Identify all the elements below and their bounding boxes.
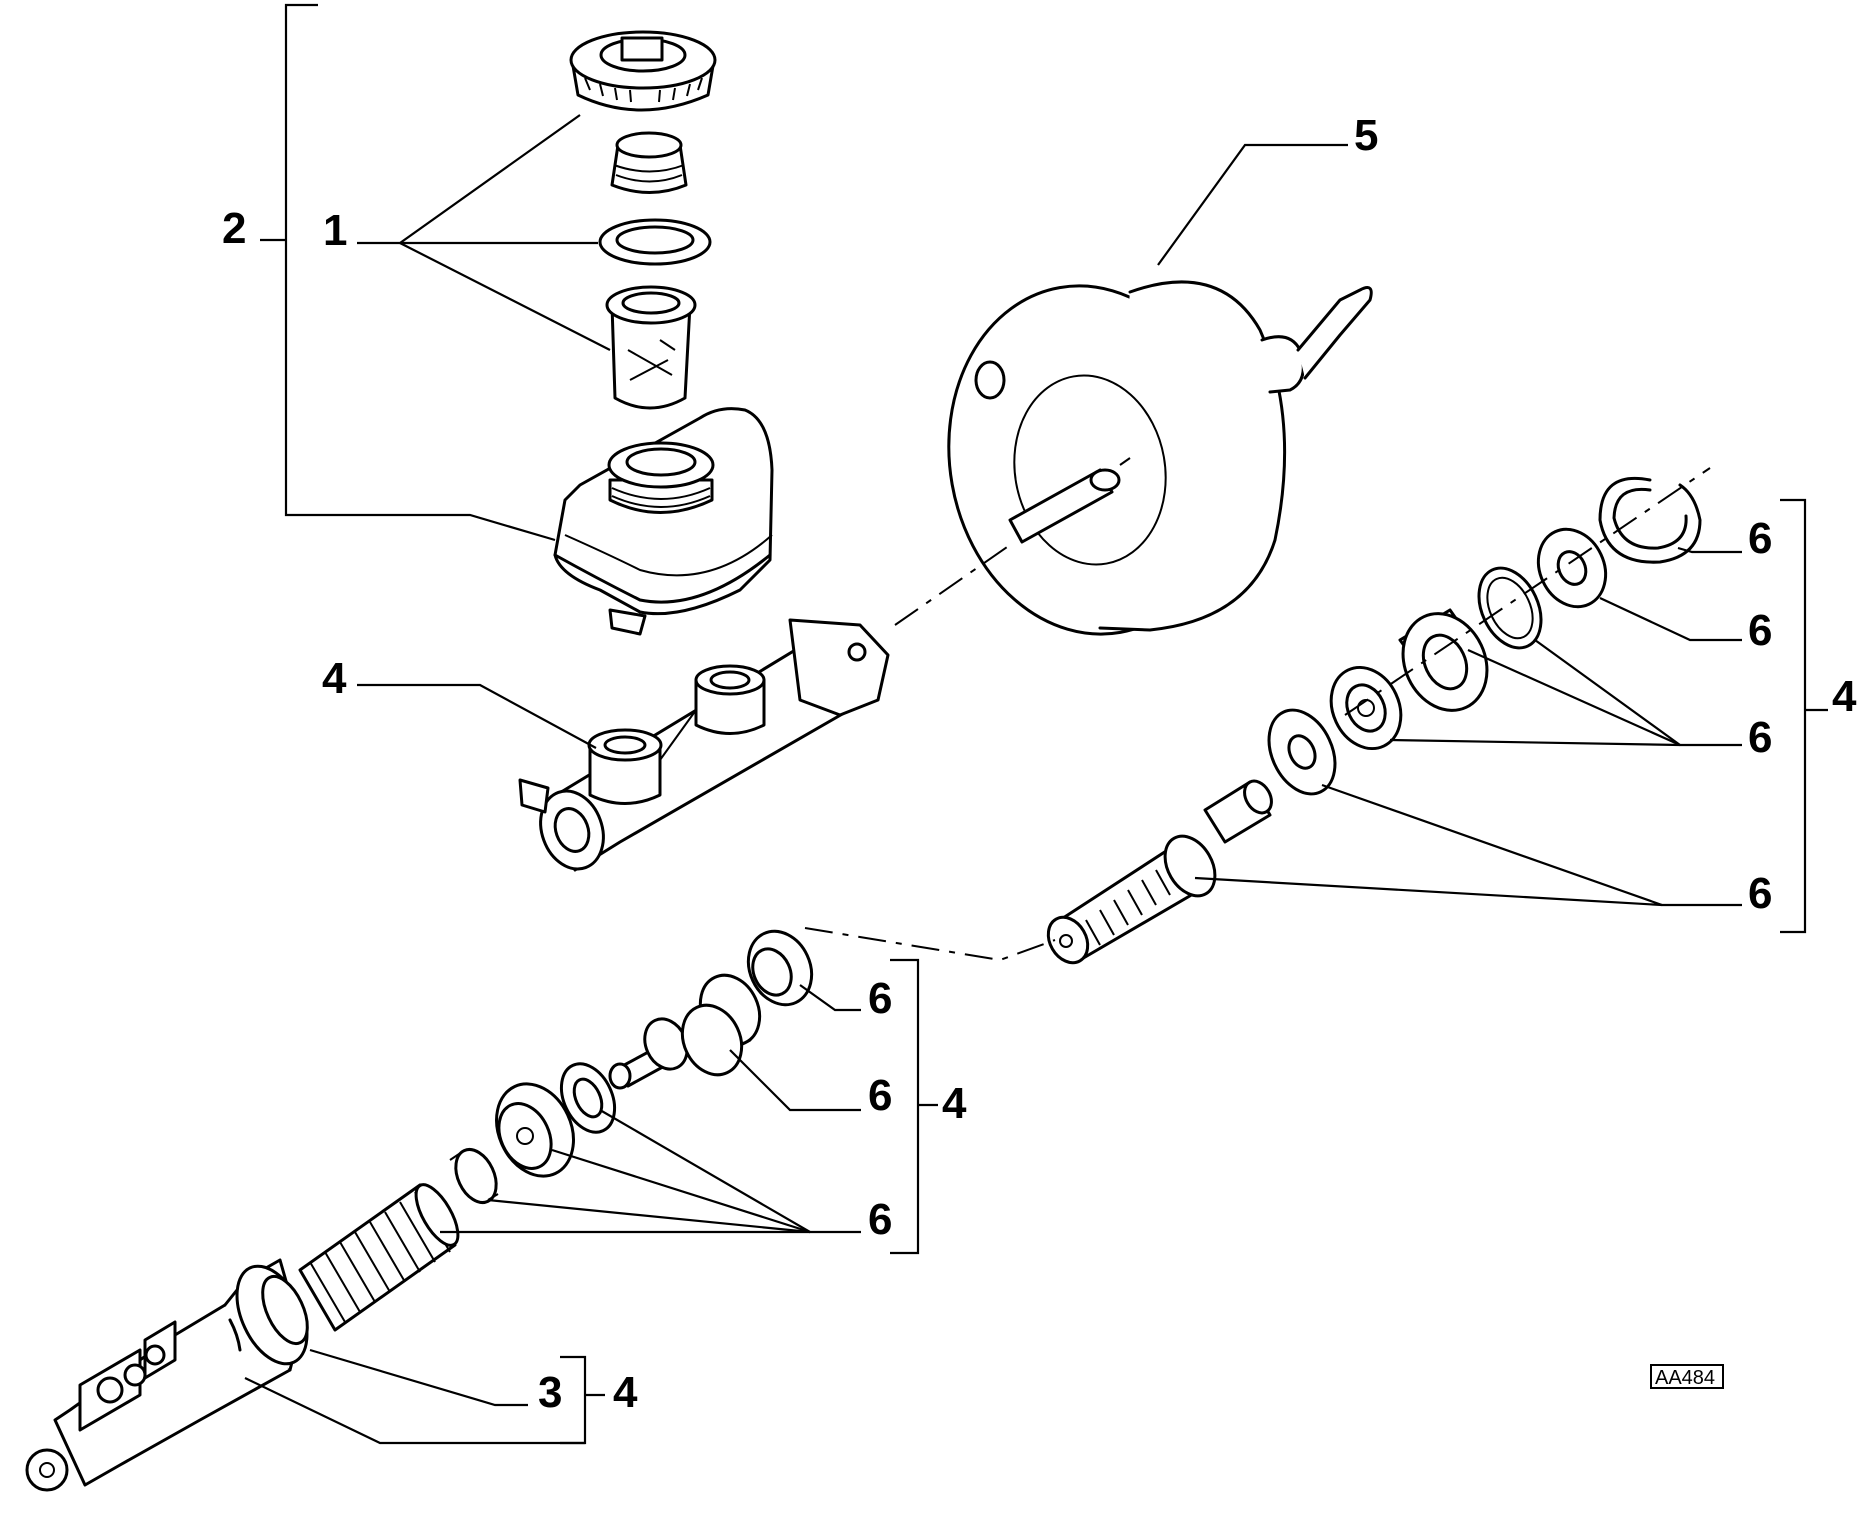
axis-lines — [804, 457, 1711, 962]
brake-servo — [947, 280, 1373, 636]
washer — [1536, 527, 1608, 609]
leader-lines — [244, 3, 1828, 1445]
secondary-piston — [608, 973, 762, 1090]
callout-6-circlip: 6 — [1748, 514, 1772, 563]
callout-6-lower-seals: 6 — [868, 1195, 892, 1244]
master-cylinder-body — [518, 618, 890, 872]
filter-strainer — [605, 285, 697, 410]
callout-labels: 2 1 5 4 6 6 6 6 4 6 6 6 4 3 4 — [222, 111, 1857, 1417]
callout-4-lower-body: 4 — [613, 1368, 638, 1417]
callout-4-upper-kit: 4 — [1832, 672, 1857, 721]
filter-plug — [610, 131, 688, 194]
callout-2: 2 — [222, 204, 246, 253]
reference-code: AA484 — [1655, 1367, 1715, 1389]
secondary-cup — [746, 929, 814, 1007]
callout-4-body: 4 — [322, 654, 347, 703]
seal-ring — [598, 218, 712, 266]
spring-retainer — [449, 1148, 499, 1204]
callout-6-seals: 6 — [1748, 713, 1772, 762]
reservoir-cap — [569, 30, 717, 112]
spacer-washer — [1267, 708, 1337, 796]
callout-6-washer: 6 — [1748, 606, 1772, 655]
callout-6-secondary-piston: 6 — [868, 1071, 892, 1120]
reference-code-box: AA484 — [1650, 1364, 1724, 1389]
cup-seal — [1329, 665, 1403, 751]
secondary-seal — [495, 1082, 575, 1178]
return-spring — [298, 1183, 460, 1332]
seal-washer — [559, 1062, 617, 1134]
lower-cylinder-body — [25, 1258, 309, 1492]
primary-piston — [1046, 779, 1273, 965]
callout-5: 5 — [1354, 111, 1378, 160]
callout-1: 1 — [323, 206, 347, 255]
callout-4-lower-kit: 4 — [942, 1079, 967, 1128]
callout-3: 3 — [538, 1368, 562, 1417]
callout-6-piston: 6 — [1748, 869, 1772, 918]
fluid-reservoir — [553, 407, 774, 636]
piston-seal — [1398, 608, 1489, 712]
circlip — [1598, 476, 1702, 564]
callout-6-cup: 6 — [868, 974, 892, 1023]
